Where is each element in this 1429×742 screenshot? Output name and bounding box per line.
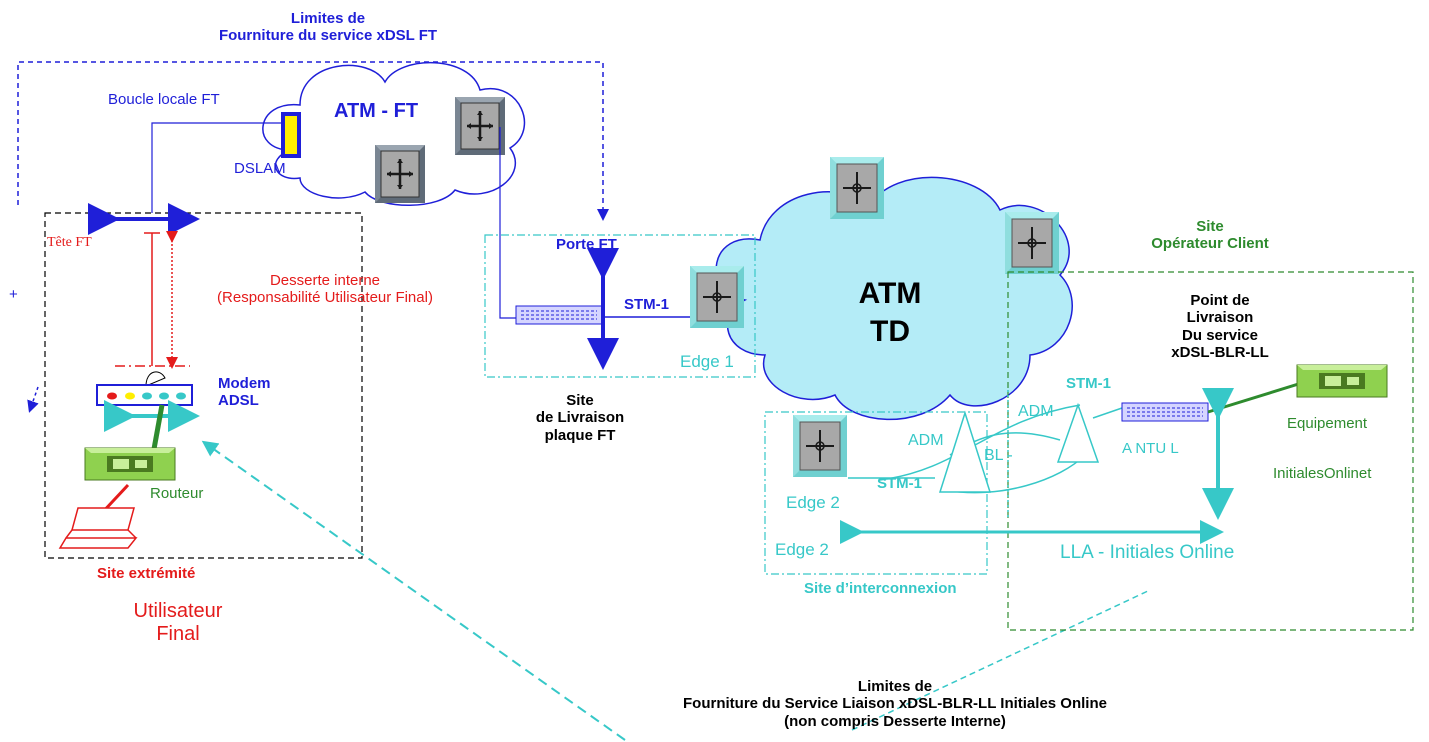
atm-switch-icon [792, 414, 848, 478]
atm-switch-icon [453, 95, 507, 157]
atm-td-cloud [715, 176, 1073, 421]
atm-td-label: ATM TD [858, 277, 922, 348]
delivery-site-label: Site de Livraison plaque FT [535, 392, 625, 444]
edge1-label: Edge 1 [680, 352, 734, 371]
atm-switch-icon [373, 143, 427, 205]
end-site-label: Site extrémité [97, 565, 196, 582]
end-user-label: Utilisateur Final [133, 600, 223, 645]
atm-ft-label: ATM - FT [334, 100, 419, 122]
tete-ft-label: Tête FT [47, 235, 92, 250]
adm-label: ADM [908, 432, 944, 449]
delivery-site-box [484, 234, 756, 378]
stm1-label: STM-1 [877, 475, 922, 492]
service-boundary-dashed [201, 440, 626, 741]
atm-switch-icon [689, 265, 745, 329]
dslam-label: DSLAM [234, 160, 286, 177]
atm-switch-icon [1004, 211, 1060, 275]
interconnection-site-label: Site d’interconnexion [804, 580, 957, 597]
router-icon [1296, 364, 1388, 398]
delivery-point-label: Point de Livraison Du service xDSL-BLR-L… [1171, 292, 1269, 361]
internal-wiring-label: Desserte interne (Responsabilité Utilisa… [217, 272, 433, 307]
equipment-label: Equipement [1287, 415, 1368, 432]
atm-switch-icon [829, 156, 885, 220]
service-limits-label: Limites de Fourniture du Service Liaison… [683, 678, 1107, 730]
client-site-box [1007, 271, 1414, 631]
dslam-icon [281, 112, 301, 158]
small-dashed-arrow [27, 386, 39, 413]
local-loop-label: Boucle locale FT [108, 91, 220, 108]
edge2-label: Edge 2 [786, 493, 840, 512]
initiales-onlinet-label: InitialesOnlinet [1273, 465, 1372, 482]
stm1-label: STM-1 [624, 296, 669, 313]
ft-port-label: Porte FT [556, 236, 617, 253]
lla-label: LLA - Initiales Online [1060, 542, 1235, 563]
stm1-label: STM-1 [1066, 375, 1111, 392]
router-icon [84, 447, 176, 481]
modem-label: Modem ADSL [218, 375, 271, 410]
router-label: Routeur [150, 485, 204, 502]
antul-label: A NTU L [1122, 440, 1179, 457]
modem-icon [96, 371, 193, 406]
end-site-box [44, 212, 363, 559]
ntu-panel-icon [515, 305, 603, 325]
ft-service-boundary [17, 61, 609, 221]
ft-limits-title: Limites de Fourniture du service xDSL FT [218, 10, 438, 45]
laptop-icon [58, 483, 138, 549]
ntu-panel-icon [1121, 402, 1209, 422]
bl-label: BL - [984, 447, 1013, 464]
plus-sign: + [9, 286, 18, 303]
client-site-label: Site Opérateur Client [1151, 218, 1269, 253]
adm-triangle-icon [1056, 402, 1100, 463]
adm-label: ADM [1018, 403, 1054, 420]
edge2-lower-label: Edge 2 [775, 540, 829, 559]
adm-triangle-icon [938, 410, 992, 493]
